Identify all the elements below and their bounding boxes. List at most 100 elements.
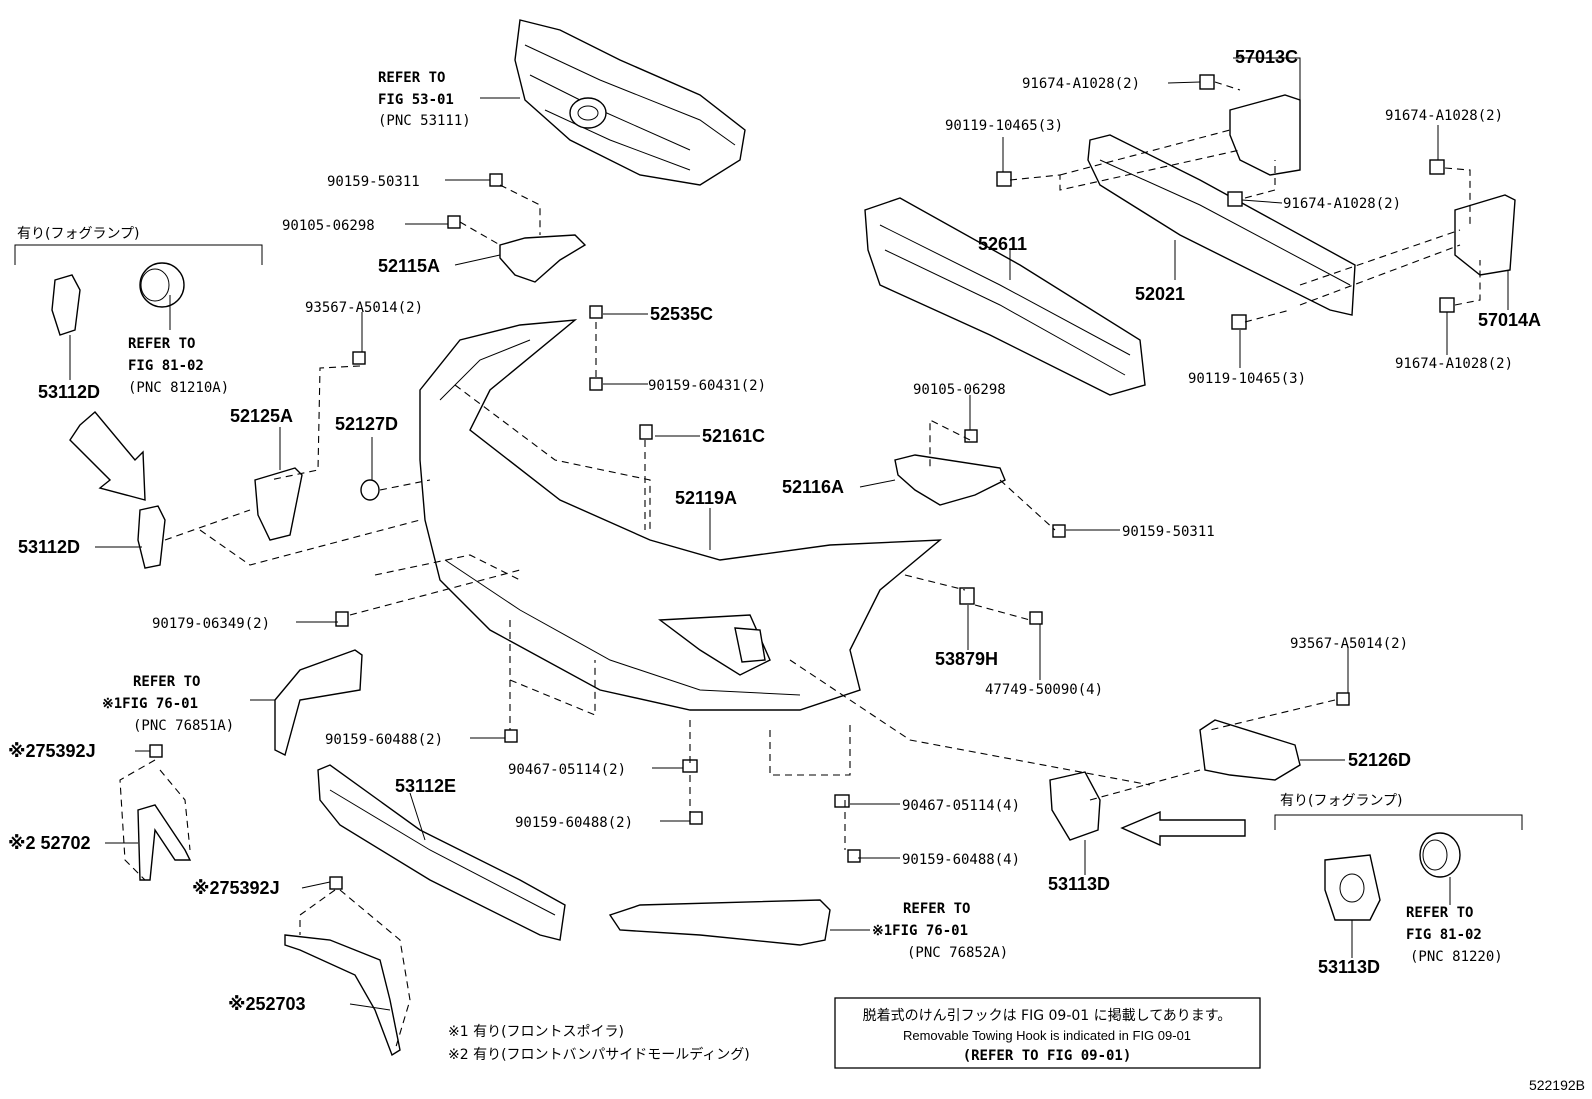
label-52119a: 52119A bbox=[675, 488, 737, 508]
reinforcement-52021-drawing bbox=[1087, 134, 1356, 316]
part-number-labels: 57013C 57014A 52611 52021 52115A 52535C … bbox=[8, 47, 1541, 1014]
fastener-label: 91674-A1028(2) bbox=[1395, 356, 1513, 372]
label-52125a: 52125A bbox=[230, 406, 293, 426]
footnote-2: ※2 有り(フロントバンパサイドモールディング) bbox=[448, 1046, 750, 1063]
radiator-grille-drawing bbox=[514, 19, 746, 186]
fastener-label: 90159-60488(4) bbox=[902, 852, 1020, 868]
bracket-57013c-drawing bbox=[1229, 94, 1301, 176]
fastener-label: 90159-50311 bbox=[327, 174, 420, 190]
label-52115a: 52115A bbox=[378, 256, 440, 276]
label-52703: ※252703 bbox=[228, 994, 306, 1014]
fastener-label: 90159-60488(2) bbox=[325, 732, 443, 748]
refer-grille: REFER TO FIG 53-01 (PNC 53111) bbox=[378, 70, 471, 129]
diagram-id: 522192B bbox=[1529, 1077, 1585, 1093]
label-52127d: 52127D bbox=[335, 414, 398, 434]
label-75392j-a: ※275392J bbox=[8, 741, 96, 761]
footnote-1: ※1 有り(フロントスポイラ) bbox=[448, 1024, 624, 1040]
label-52611: 52611 bbox=[978, 234, 1027, 254]
bracket-52126d-drawing bbox=[1199, 719, 1301, 781]
label-52116a: 52116A bbox=[782, 477, 844, 497]
svg-text:※1FIG 76-01: ※1FIG 76-01 bbox=[102, 696, 198, 712]
refer-foglamp-right: REFER TO FIG 81-02 (PNC 81220) bbox=[1406, 905, 1503, 965]
label-53879h: 53879H bbox=[935, 649, 998, 669]
fog-lamp-option-right: 有り(フォグランプ) bbox=[1280, 793, 1403, 809]
fastener-label: 47749-50090(4) bbox=[985, 682, 1103, 698]
svg-text:FIG 81-02: FIG 81-02 bbox=[1406, 927, 1482, 943]
bracket-57014a-drawing bbox=[1454, 194, 1516, 276]
svg-text:(PNC 81210A): (PNC 81210A) bbox=[128, 380, 229, 396]
fastener-drawings bbox=[149, 74, 1455, 890]
svg-text:(PNC 76851A): (PNC 76851A) bbox=[133, 718, 234, 734]
arrow-left bbox=[1120, 810, 1246, 847]
bracket-52115a-drawing bbox=[499, 234, 587, 283]
moulding-52703-drawing bbox=[284, 934, 401, 1057]
fastener-label: 90119-10465(3) bbox=[1188, 371, 1306, 387]
bracket-52116a-drawing bbox=[894, 454, 1006, 506]
cover-53112d-top-drawing bbox=[51, 274, 81, 336]
fastener-label: 90467-05114(4) bbox=[902, 798, 1020, 814]
label-53112d-top: 53112D bbox=[38, 382, 100, 402]
svg-text:REFER TO: REFER TO bbox=[903, 901, 970, 917]
bracket-52125a-drawing bbox=[254, 467, 303, 541]
label-53112d-mid: 53112D bbox=[18, 537, 80, 557]
part-drawings bbox=[51, 19, 1516, 1057]
cover-53112d-mid-drawing bbox=[137, 505, 166, 569]
svg-text:(PNC 76852A): (PNC 76852A) bbox=[907, 945, 1008, 961]
refer-spoiler-right: REFER TO ※1FIG 76-01 (PNC 76852A) bbox=[872, 901, 1008, 961]
assembly-lines bbox=[119, 81, 1481, 1051]
fastener-label: 90105-06298 bbox=[913, 382, 1006, 398]
fastener-label: 90105-06298 bbox=[282, 218, 375, 234]
svg-text:FIG 53-01: FIG 53-01 bbox=[378, 92, 454, 108]
label-57013c: 57013C bbox=[1235, 47, 1298, 67]
svg-text:(PNC 53111): (PNC 53111) bbox=[378, 113, 471, 129]
label-52535c: 52535C bbox=[650, 304, 713, 324]
label-57014a: 57014A bbox=[1478, 310, 1541, 330]
note-line-jp: 脱着式のけん引フックは FIG 09-01 に掲載してあります。 bbox=[863, 1008, 1232, 1024]
svg-text:REFER TO: REFER TO bbox=[378, 70, 445, 86]
lower-grille-53112e-drawing bbox=[317, 764, 566, 941]
label-52161c: 52161C bbox=[702, 426, 765, 446]
svg-text:REFER TO: REFER TO bbox=[128, 336, 195, 352]
fastener-labels: 91674-A1028(2) 90119-10465(3) 91674-A102… bbox=[152, 76, 1513, 868]
fastener-label: 91674-A1028(2) bbox=[1022, 76, 1140, 92]
label-53113d-mid: 53113D bbox=[1048, 874, 1110, 894]
label-53112e: 53112E bbox=[395, 776, 456, 796]
fastener-label: 93567-A5014(2) bbox=[1290, 636, 1408, 652]
cover-53113d-mid-drawing bbox=[1049, 771, 1101, 841]
bumper-cover-52119a-drawing bbox=[419, 319, 943, 711]
label-52021: 52021 bbox=[1135, 284, 1185, 304]
fog-lamp-right-drawing bbox=[1419, 832, 1461, 878]
svg-text:※1FIG 76-01: ※1FIG 76-01 bbox=[872, 923, 968, 939]
direction-arrows bbox=[69, 411, 1246, 847]
leader-lines bbox=[14, 57, 1523, 1011]
svg-text:FIG 81-02: FIG 81-02 bbox=[128, 358, 204, 374]
refer-spoiler-left: REFER TO ※1FIG 76-01 (PNC 76851A) bbox=[102, 674, 234, 734]
svg-text:REFER TO: REFER TO bbox=[1406, 905, 1473, 921]
refer-foglamp-left: REFER TO FIG 81-02 (PNC 81210A) bbox=[128, 336, 229, 396]
refer-notes: REFER TO FIG 53-01 (PNC 53111) REFER TO … bbox=[102, 70, 1503, 965]
note-line-en: Removable Towing Hook is indicated in FI… bbox=[903, 1028, 1191, 1043]
note-line-refer: (REFER TO FIG 09-01) bbox=[963, 1048, 1132, 1064]
label-52702: ※2 52702 bbox=[8, 833, 91, 853]
label-75392j-b: ※275392J bbox=[192, 878, 280, 898]
fastener-label: 90159-50311 bbox=[1122, 524, 1215, 540]
fastener-label: 91674-A1028(2) bbox=[1283, 196, 1401, 212]
fastener-label: 90119-10465(3) bbox=[945, 118, 1063, 134]
fastener-label: 90179-06349(2) bbox=[152, 616, 270, 632]
label-53113d-bot: 53113D bbox=[1318, 957, 1380, 977]
towing-hook-note-box: 脱着式のけん引フックは FIG 09-01 に掲載してあります。 Removab… bbox=[834, 997, 1261, 1069]
absorber-52611-drawing bbox=[864, 197, 1146, 396]
cap-52127d-drawing bbox=[360, 479, 380, 501]
fastener-label: 90467-05114(2) bbox=[508, 762, 626, 778]
fog-lamp-option-left: 有り(フォグランプ) bbox=[17, 226, 140, 242]
arrow-down-right bbox=[69, 411, 146, 501]
fastener-label: 90159-60431(2) bbox=[648, 378, 766, 394]
label-52126d: 52126D bbox=[1348, 750, 1411, 770]
moulding-52702-drawing bbox=[137, 804, 192, 881]
fastener-label: 93567-A5014(2) bbox=[305, 300, 423, 316]
fastener-label: 91674-A1028(2) bbox=[1385, 108, 1503, 124]
fog-lamp-left-drawing bbox=[139, 262, 185, 308]
svg-text:REFER TO: REFER TO bbox=[133, 674, 200, 690]
svg-text:(PNC 81220): (PNC 81220) bbox=[1410, 949, 1503, 965]
